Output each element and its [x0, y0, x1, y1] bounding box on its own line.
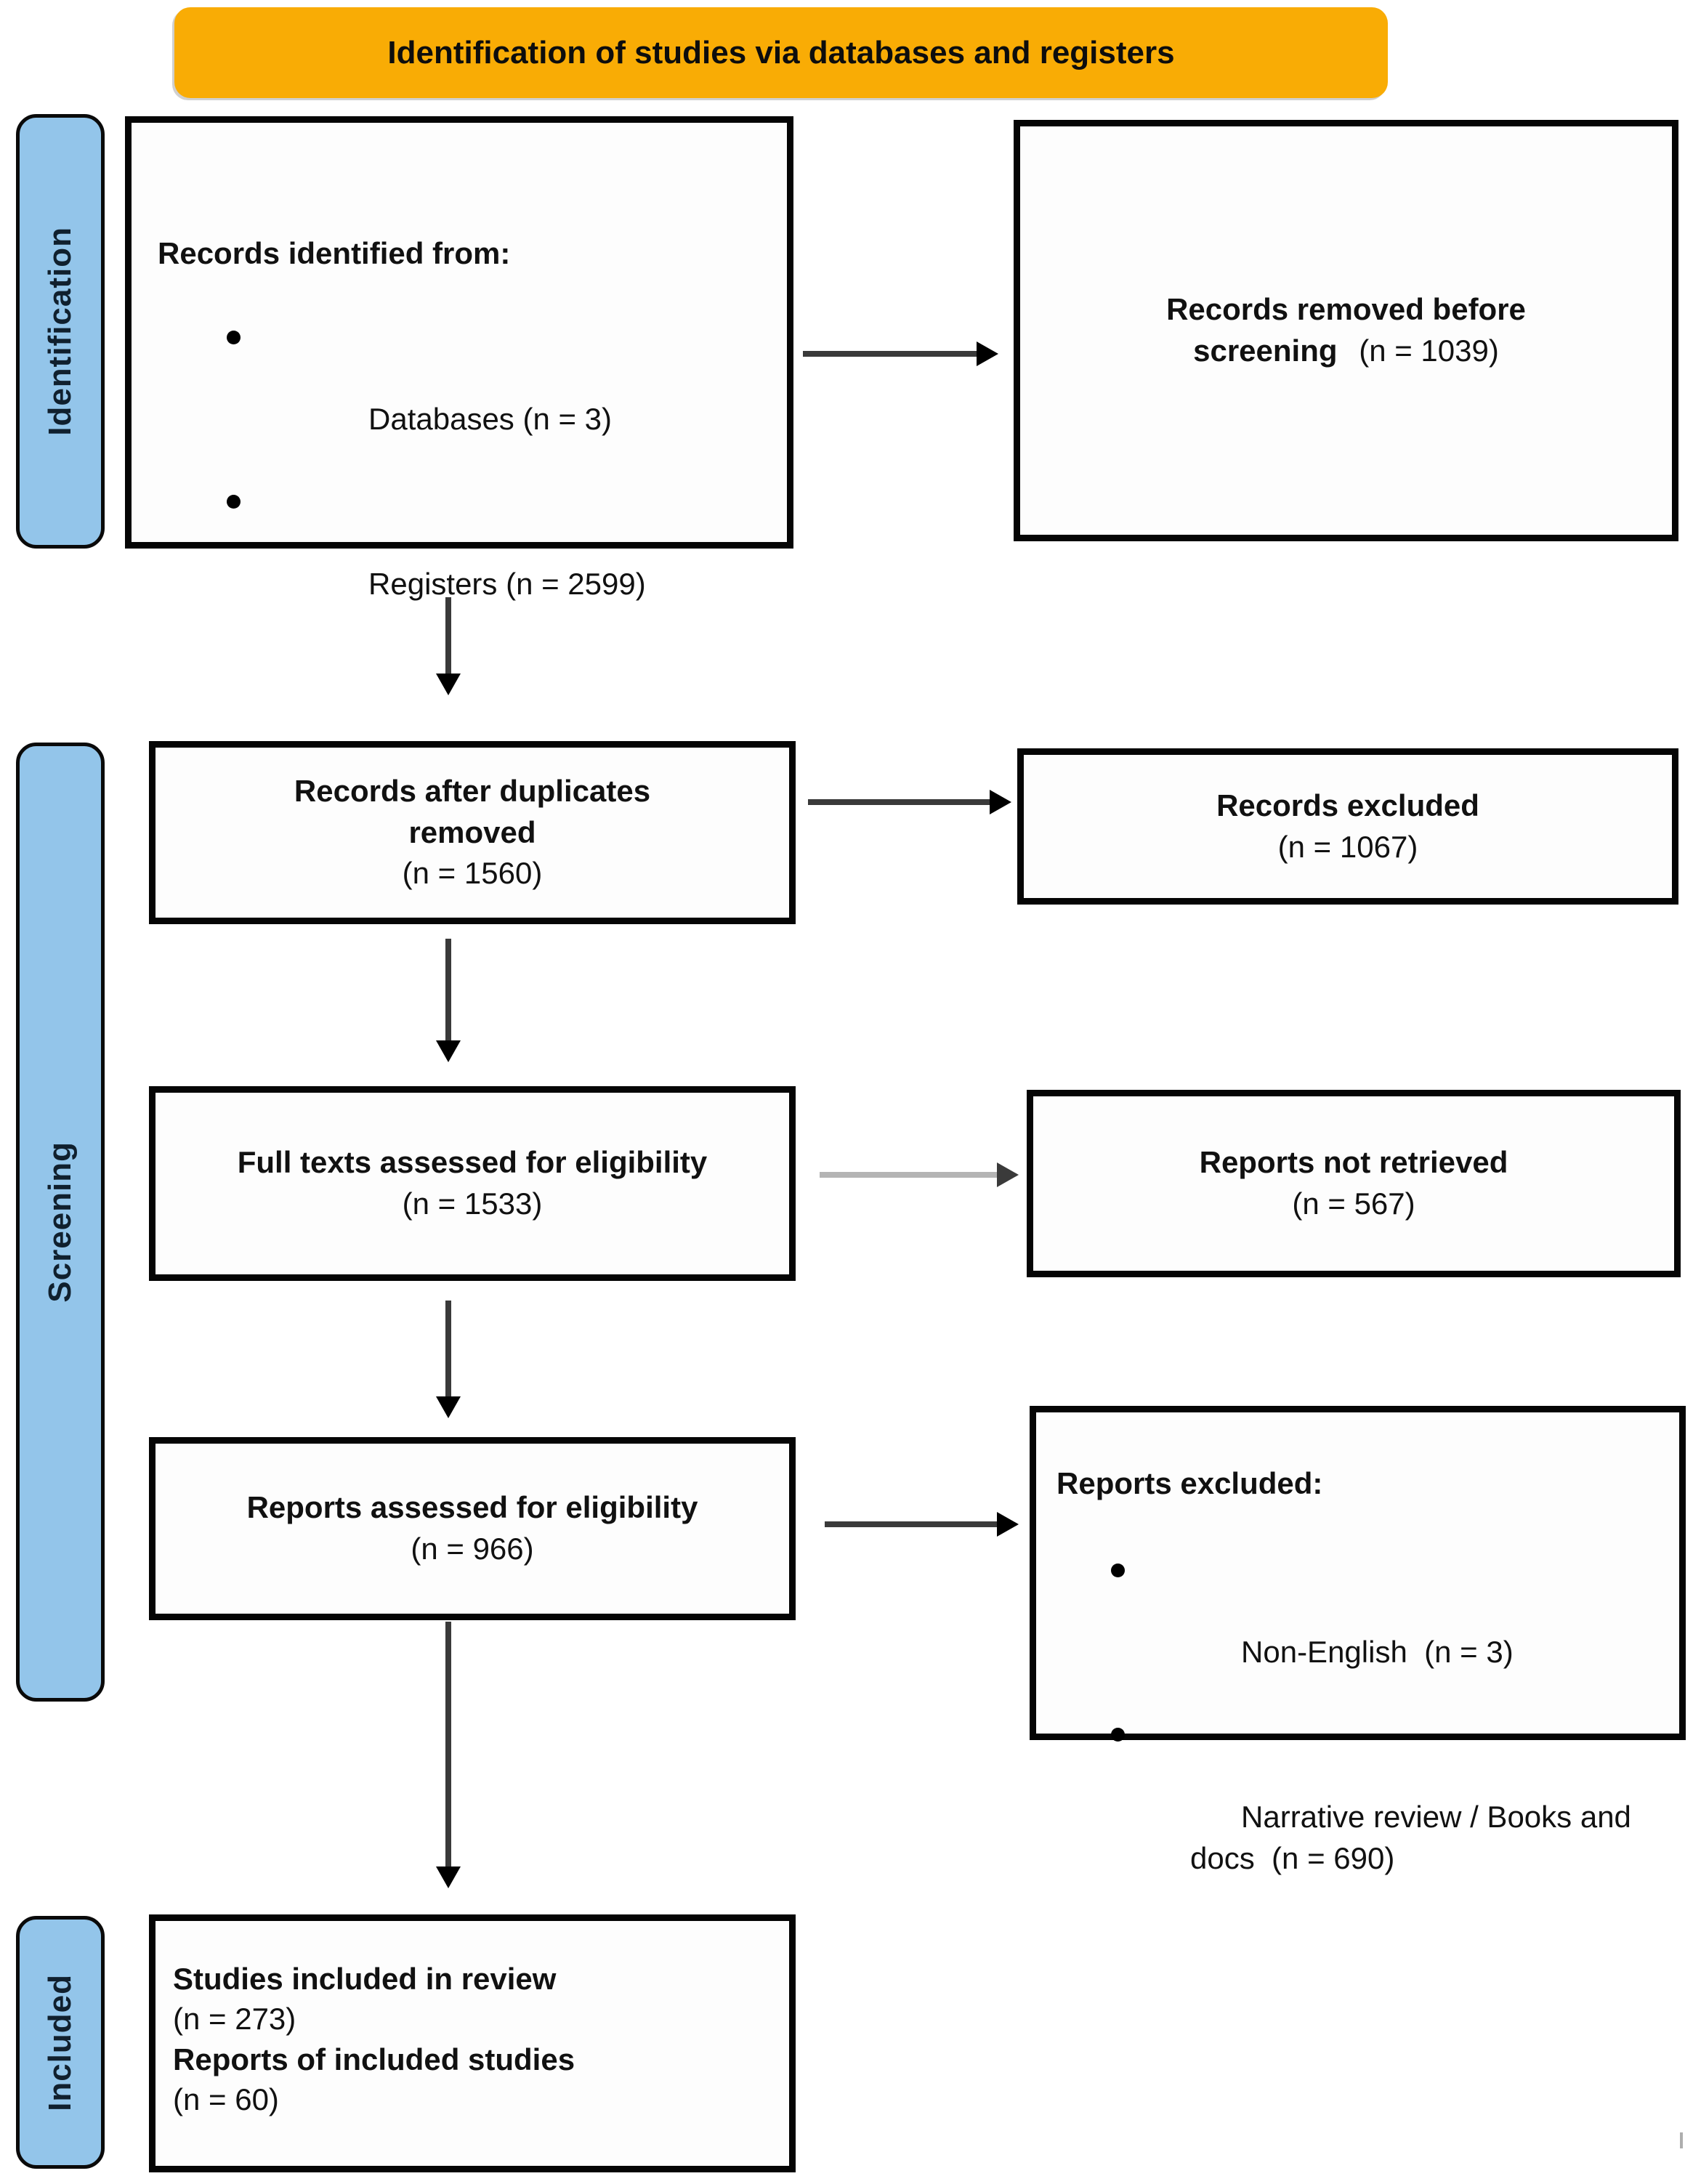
bullet-registers-text: Registers (n = 2599)	[368, 566, 646, 601]
banner-identification-of-studies: Identification of studies via databases …	[174, 7, 1388, 98]
bullet-narrative-review-text: Narrative review / Books and docs (n = 6…	[1190, 1799, 1640, 1875]
box-reports-not-retrieved-title: Reports not retrieved	[1199, 1145, 1508, 1180]
stage-included-label: Included	[42, 1973, 78, 2111]
bullet-non-english: Non-English (n = 3)	[1056, 1550, 1660, 1715]
box-records-removed-text: Records removed before screening (n = 10…	[1114, 289, 1579, 371]
box-records-after-duplicates-title: Records after duplicates removed	[294, 773, 651, 849]
box-reports-not-retrieved: Reports not retrieved (n = 567)	[1027, 1090, 1681, 1277]
box-reports-excluded-title: Reports excluded:	[1056, 1466, 1323, 1500]
box-records-removed-title: Records removed before screening	[1166, 292, 1526, 368]
bullet-dot-icon	[227, 330, 241, 344]
box-records-excluded-n: (n = 1067)	[1277, 829, 1418, 864]
box-studies-included-line1: Studies included in review	[173, 1962, 557, 1996]
box-studies-included: Studies included in review (n = 273) Rep…	[149, 1914, 796, 2172]
box-reports-assessed: Reports assessed for eligibility (n = 96…	[149, 1437, 796, 1620]
box-studies-included-line2-n: (n = 60)	[173, 2082, 279, 2117]
stage-screening-label: Screening	[42, 1141, 78, 1303]
box-studies-included-line1-n: (n = 273)	[173, 2002, 296, 2037]
box-studies-included-line2: Reports of included studies	[173, 2042, 575, 2076]
box-full-texts-assessed-n: (n = 1533)	[402, 1186, 543, 1221]
stage-included: Included	[16, 1916, 105, 2169]
box-records-identified-title: Records identified from:	[158, 236, 511, 270]
stage-identification-label: Identification	[42, 227, 78, 436]
box-records-excluded: Records excluded (n = 1067)	[1017, 748, 1678, 905]
bullet-dot-icon	[1111, 1728, 1125, 1742]
stage-identification: Identification	[16, 114, 105, 549]
bullet-non-english-text: Non-English (n = 3)	[1241, 1635, 1514, 1670]
box-reports-assessed-n: (n = 966)	[411, 1532, 534, 1566]
bullet-dot-icon	[1111, 1563, 1125, 1577]
bullet-narrative-review: Narrative review / Books and docs (n = 6…	[1056, 1714, 1660, 1920]
box-records-after-duplicates-n: (n = 1560)	[402, 856, 543, 891]
box-full-texts-assessed: Full texts assessed for eligibility (n =…	[149, 1086, 796, 1281]
box-records-after-duplicates: Records after duplicates removed (n = 15…	[149, 741, 796, 924]
box-records-removed: Records removed before screening (n = 10…	[1014, 120, 1678, 541]
banner-title: Identification of studies via databases …	[387, 34, 1175, 70]
box-records-identified: Records identified from: Databases (n = …	[125, 116, 793, 601]
box-records-excluded-title: Records excluded	[1216, 788, 1479, 822]
box-full-texts-assessed-title: Full texts assessed for eligibility	[237, 1145, 708, 1180]
box-reports-not-retrieved-n: (n = 567)	[1292, 1186, 1415, 1221]
stage-screening: Screening	[16, 743, 105, 1702]
scan-artifact	[1680, 2132, 1683, 2148]
box-records-removed-n: (n = 1039)	[1359, 333, 1499, 368]
box-reports-assessed-title: Reports assessed for eligibility	[246, 1490, 698, 1525]
bullet-dot-icon	[227, 495, 241, 509]
bullet-registers: Registers (n = 2599)	[158, 481, 772, 646]
bullet-databases: Databases (n = 3)	[158, 317, 772, 482]
box-reports-excluded: Reports excluded: Non-English (n = 3) Na…	[1030, 1406, 1686, 1875]
bullet-databases-text: Databases (n = 3)	[368, 402, 613, 437]
